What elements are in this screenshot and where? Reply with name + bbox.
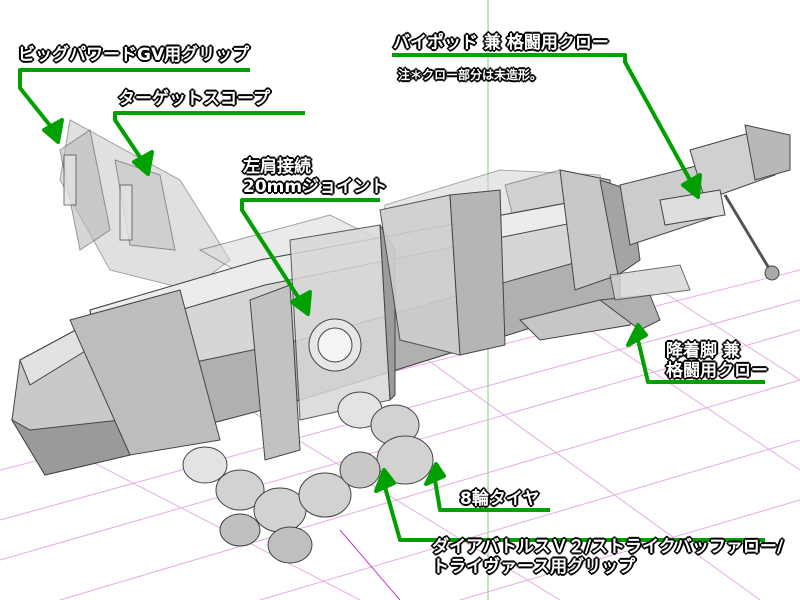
label-shoulder-line2: 20mmジョイント <box>243 177 388 197</box>
label-grip-bigpower: ビッグパワードGV用グリップ <box>18 45 250 65</box>
callout-shoulder <box>240 198 380 302</box>
wheel-assembly <box>182 391 434 564</box>
bipod-barrel <box>619 124 791 281</box>
label-shoulder-line1: 左肩接続 <box>243 157 311 177</box>
rear-cone <box>10 289 221 476</box>
label-grip-daia-line1: ダイアバトルスＶ２/ストライクバッファロー/ <box>432 537 784 557</box>
landing-claw <box>519 264 691 341</box>
callout-landing <box>636 339 765 384</box>
callout-lines <box>18 53 765 542</box>
callout-grip-daia <box>383 486 765 542</box>
label-tires: 8輪タイヤ <box>460 489 540 509</box>
callout-tires <box>433 479 550 512</box>
callout-target-scope <box>113 111 305 162</box>
label-landing-line1: 降着脚 兼 <box>666 341 740 361</box>
label-claw-note: 注＊クロー部分は未造形。 <box>398 68 543 82</box>
front-block <box>379 169 641 356</box>
callout-grip-bigpower <box>18 68 250 130</box>
label-bipod-claw: バイポッド 兼 格闘用クロー <box>393 33 609 53</box>
label-grip-daia-line2: トライヴァース用グリップ <box>432 557 636 577</box>
shoulder-joint-block <box>249 224 396 461</box>
label-landing-line2: 格闘用クロー <box>666 361 768 381</box>
callout-bipod <box>392 53 692 181</box>
label-target-scope: ターゲットスコープ <box>118 89 270 109</box>
